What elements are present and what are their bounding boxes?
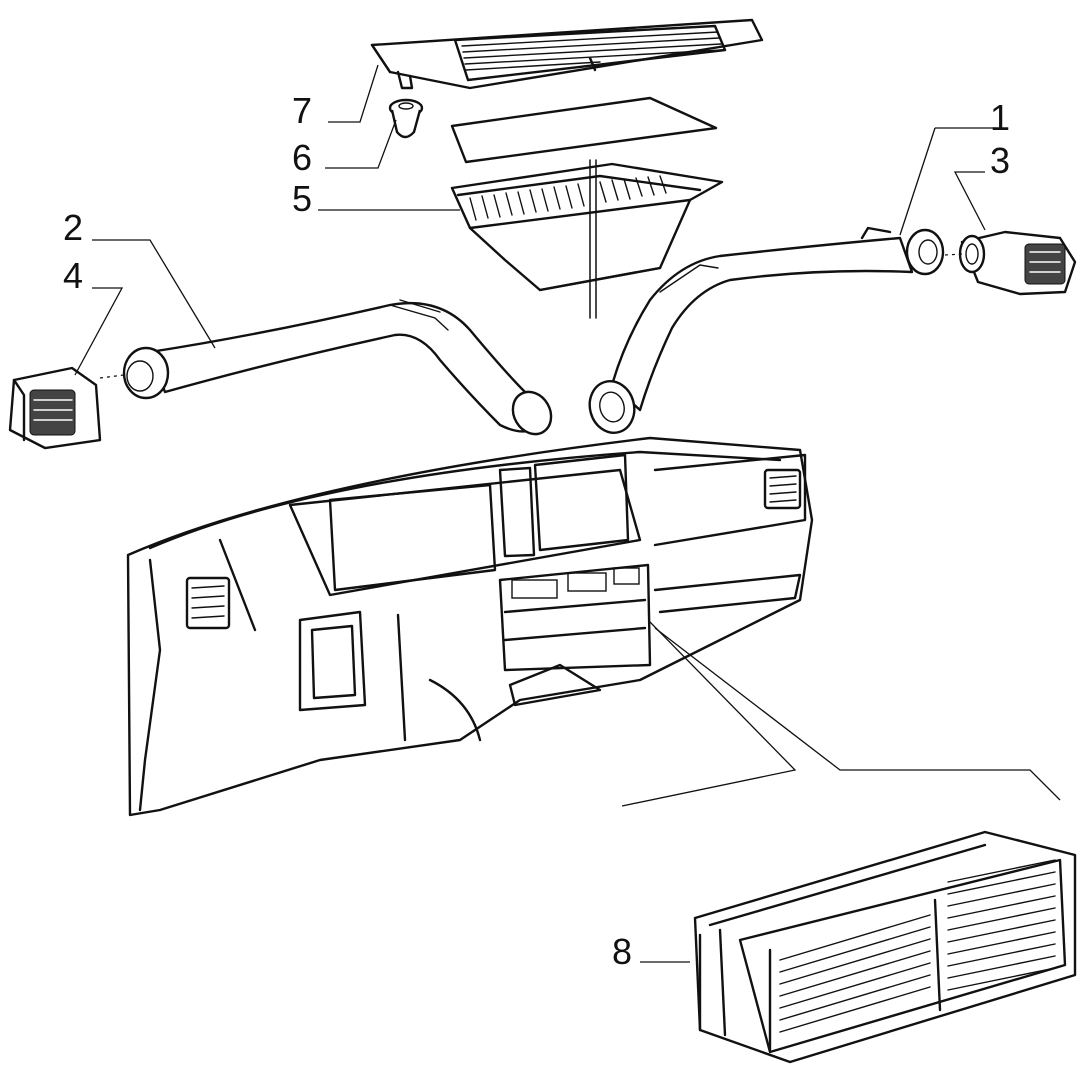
leader-3 <box>953 171 986 231</box>
leader-6 <box>325 119 397 169</box>
leader-4 <box>74 287 124 376</box>
leader-2 <box>92 239 216 349</box>
callout-7: 7 <box>292 90 313 131</box>
callout-6: 6 <box>292 137 313 178</box>
vent-grille-housing-icon <box>450 162 724 292</box>
clip-icon <box>388 98 424 139</box>
callout-8: 8 <box>612 931 633 972</box>
callout-1: 1 <box>990 97 1011 138</box>
top-vent-cover-icon <box>370 18 764 90</box>
leader-1 <box>899 127 995 236</box>
dashboard-icon <box>126 436 814 817</box>
filter-sheet-icon <box>450 96 718 164</box>
right-duct-icon <box>588 226 945 434</box>
center-vent-icon <box>693 830 1077 1064</box>
callout-5: 5 <box>292 178 313 219</box>
callout-3: 3 <box>990 140 1011 181</box>
right-outlet-icon <box>958 230 1077 296</box>
callout-4: 4 <box>63 255 84 296</box>
left-outlet-icon <box>8 366 102 450</box>
leader-7 <box>328 64 379 123</box>
left-duct-icon <box>122 299 553 436</box>
callout-2: 2 <box>63 207 84 248</box>
